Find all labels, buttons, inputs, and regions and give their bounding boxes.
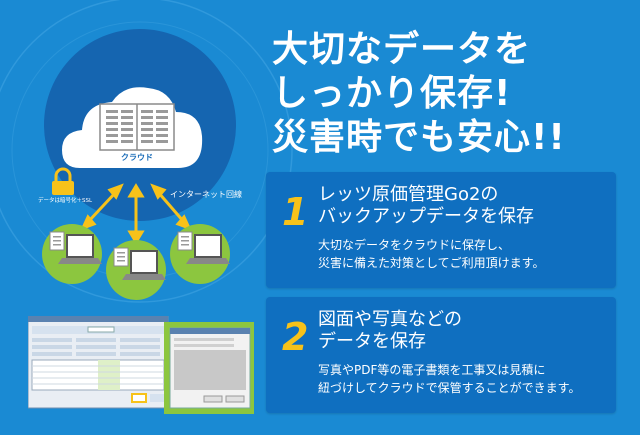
headline-line-3: 災害時でも安心!!: [272, 117, 566, 158]
network-label: インターネット回線: [170, 190, 242, 199]
computer-icon-center: [106, 240, 166, 300]
cloud-backup-diagram: [42, 29, 236, 300]
computer-icon-right: [170, 224, 230, 284]
lock-icon: [52, 167, 74, 195]
headline-line-2: しっかり保存!: [272, 73, 512, 114]
computer-icon-left: [42, 224, 102, 284]
feature-title-line-2: バックアップデータを保存: [318, 206, 534, 227]
feature-number: 2: [282, 315, 309, 359]
feature-desc-line-2: 災害に備えた対策としてご利用頂けます。: [318, 256, 545, 270]
arrow-icon: [80, 183, 192, 245]
feature-description: 大切なデータをクラウドに保存し、 災害に備えた対策としてご利用頂けます。: [318, 236, 613, 272]
feature-description: 写真やPDF等の電子書類を工事又は見積に 紐づけしてクラウドで保管することができ…: [318, 361, 613, 397]
cloud-label: クラウド: [121, 153, 153, 162]
headline-line-1: 大切なデータを: [272, 29, 532, 70]
feature-title-line-1: 図面や写真などの: [318, 309, 462, 330]
encryption-label: データは暗号化＋SSL: [38, 198, 93, 204]
app-screenshot: [28, 316, 254, 414]
headline: 大切なデータを しっかり保存! 災害時でも安心!!: [272, 28, 602, 160]
feature-card-1: 1 レッツ原価管理Go2の バックアップデータを保存 大切なデータをクラウドに保…: [266, 172, 616, 288]
feature-desc-line-1: 大切なデータをクラウドに保存し、: [318, 238, 511, 252]
feature-title-line-1: レッツ原価管理Go2の: [318, 184, 499, 205]
ledger-icon: [99, 103, 175, 151]
feature-desc-line-1: 写真やPDF等の電子書類を工事又は見積に: [318, 363, 546, 377]
feature-title: 図面や写真などの データを保存: [318, 309, 608, 353]
feature-number: 1: [282, 190, 309, 234]
feature-desc-line-2: 紐づけしてクラウドで保管することができます。: [318, 381, 581, 395]
feature-card-2: 2 図面や写真などの データを保存 写真やPDF等の電子書類を工事又は見積に 紐…: [266, 297, 616, 413]
feature-title: レッツ原価管理Go2の バックアップデータを保存: [318, 184, 608, 228]
feature-title-line-2: データを保存: [318, 331, 426, 352]
